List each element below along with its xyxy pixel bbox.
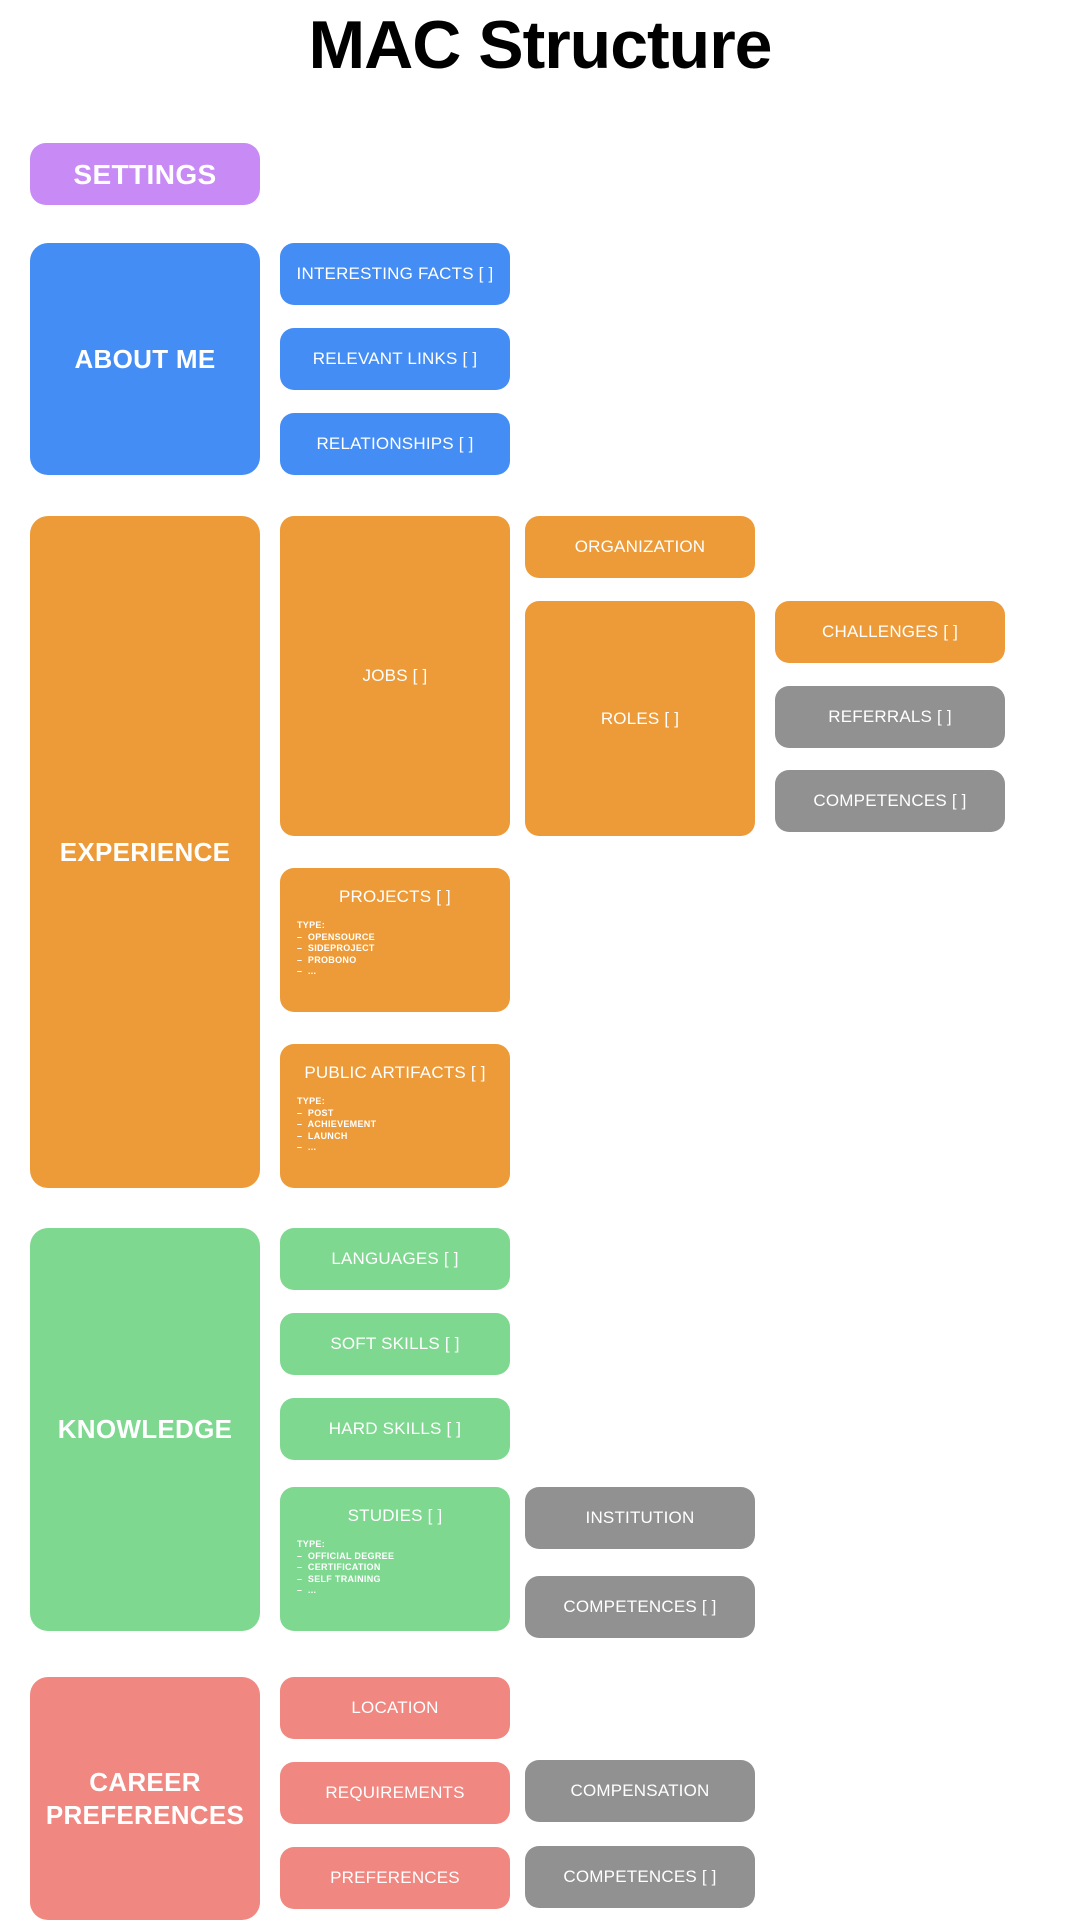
projects-type-label: TYPE: [297,920,326,930]
block-studies[interactable]: STUDIES [ ] TYPE: – OFFICIAL DEGREE – CE… [280,1487,510,1631]
block-hard-skills[interactable]: HARD SKILLS [ ] [280,1398,510,1460]
block-experience[interactable]: EXPERIENCE [30,516,260,1188]
block-roles[interactable]: ROLES [ ] [525,601,755,836]
projects-type-item: – SIDEPROJECT [297,943,375,953]
block-referrals[interactable]: REFERRALS [ ] [775,686,1005,748]
block-competences-career[interactable]: COMPETENCES [ ] [525,1846,755,1908]
block-competences-experience[interactable]: COMPETENCES [ ] [775,770,1005,832]
block-preferences[interactable]: PREFERENCES [280,1847,510,1909]
block-requirements[interactable]: REQUIREMENTS [280,1762,510,1824]
block-relationships[interactable]: RELATIONSHIPS [ ] [280,413,510,475]
studies-type-item: – ... [297,1585,317,1595]
projects-type-item: – PROBONO [297,954,357,965]
block-institution[interactable]: INSTITUTION [525,1487,755,1549]
public-artifacts-type-list: TYPE: – POST – ACHIEVEMENT – LAUNCH – ..… [297,1096,376,1154]
studies-type-item: – CERTIFICATION [297,1562,381,1572]
public-artifacts-type-item: – ... [297,1142,317,1152]
projects-type-list: TYPE: – OPENSOURCE – SIDEPROJECT – PROBO… [297,920,375,978]
studies-type-list: TYPE: – OFFICIAL DEGREE – CERTIFICATION … [297,1539,394,1597]
block-competences-knowledge[interactable]: COMPETENCES [ ] [525,1576,755,1638]
studies-type-item: – SELF TRAINING [297,1573,381,1584]
block-about-me[interactable]: ABOUT ME [30,243,260,475]
block-projects-title: PROJECTS [ ] [339,887,451,906]
studies-type-label: TYPE: [297,1539,326,1549]
block-knowledge[interactable]: KNOWLEDGE [30,1228,260,1631]
page-title: MAC Structure [308,7,772,83]
projects-type-item: – OPENSOURCE [297,931,375,942]
public-artifacts-type-item: – ACHIEVEMENT [297,1119,377,1129]
public-artifacts-type-item: – LAUNCH [297,1130,348,1141]
block-languages[interactable]: LANGUAGES [ ] [280,1228,510,1290]
block-jobs[interactable]: JOBS [ ] [280,516,510,836]
block-settings[interactable]: SETTINGS [30,143,260,205]
public-artifacts-type-label: TYPE: [297,1096,326,1106]
projects-type-item: – ... [297,966,317,976]
block-location[interactable]: LOCATION [280,1677,510,1739]
block-compensation[interactable]: COMPENSATION [525,1760,755,1822]
block-challenges[interactable]: CHALLENGES [ ] [775,601,1005,663]
studies-type-item: – OFFICIAL DEGREE [297,1550,395,1561]
block-projects[interactable]: PROJECTS [ ] TYPE: – OPENSOURCE – SIDEPR… [280,868,510,1012]
block-soft-skills[interactable]: SOFT SKILLS [ ] [280,1313,510,1375]
block-relevant-links[interactable]: RELEVANT LINKS [ ] [280,328,510,390]
block-organization[interactable]: ORGANIZATION [525,516,755,578]
block-public-artifacts[interactable]: PUBLIC ARTIFACTS [ ] TYPE: – POST – ACHI… [280,1044,510,1188]
block-career-preferences[interactable]: CAREER PREFERENCES [30,1677,260,1920]
public-artifacts-type-item: – POST [297,1107,334,1118]
block-studies-title: STUDIES [ ] [347,1506,443,1525]
block-interesting-facts[interactable]: INTERESTING FACTS [ ] [280,243,510,305]
block-public-artifacts-title: PUBLIC ARTIFACTS [ ] [304,1063,486,1082]
